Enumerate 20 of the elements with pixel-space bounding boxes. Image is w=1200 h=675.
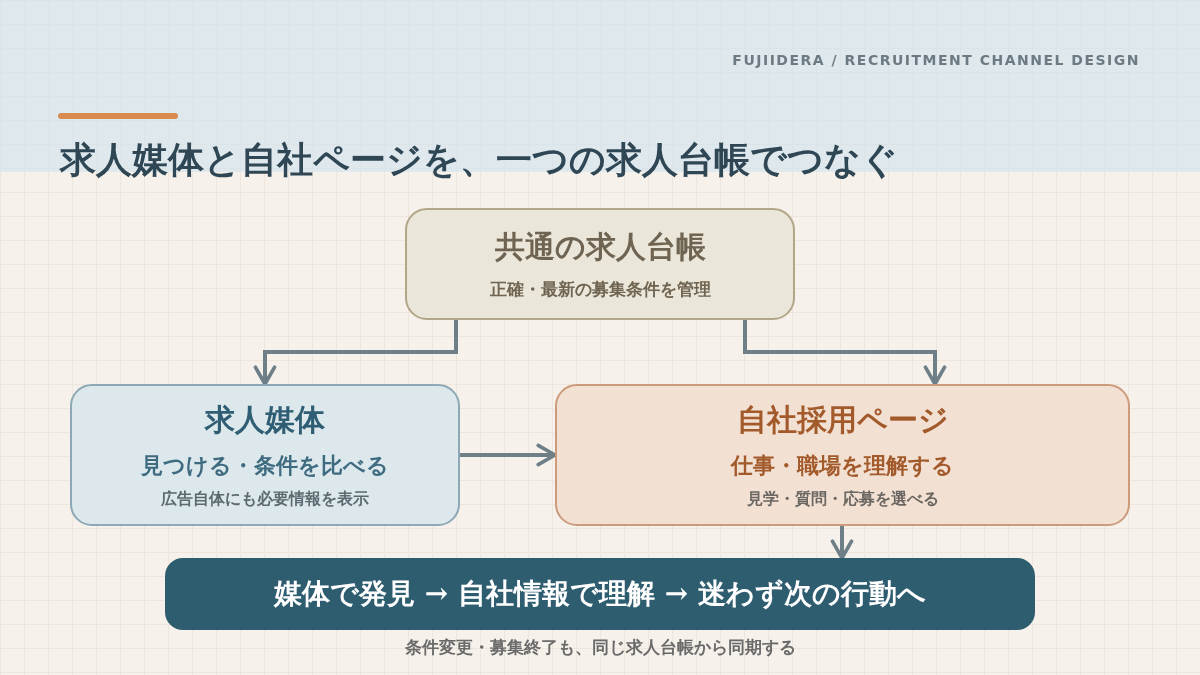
company-page-box <box>555 384 1130 526</box>
box-title: 自社採用ページ <box>736 401 949 439</box>
box-note: 広告自体にも必要情報を表示 <box>161 489 369 510</box>
flow-banner <box>165 558 1035 630</box>
box-subtitle: 見つける・条件を比べる <box>141 452 389 480</box>
arrow <box>830 526 854 560</box>
box-note: 見学・質問・応募を選べる <box>746 489 939 510</box>
arrow <box>253 320 458 386</box>
arrow <box>460 443 557 467</box>
box-title: 共通の求人台帳 <box>494 228 706 266</box>
ledger-box <box>405 208 795 320</box>
footnote: 条件変更・募集終了も、同じ求人台帳から同期する <box>403 636 797 659</box>
page-title: 求人媒体と自社ページを、一つの求人台帳でつなぐ <box>60 137 898 182</box>
header-caption: FUJIIDERA / RECRUITMENT CHANNEL DESIGN <box>732 52 1140 68</box>
box-title: 求人媒体 <box>205 401 325 439</box>
banner-text: 媒体で発見 → 自社情報で理解 → 迷わず次の行動へ <box>274 576 926 612</box>
box-subtitle: 仕事・職場を理解する <box>731 452 954 480</box>
box-subtitle: 正確・最新の募集条件を管理 <box>489 278 711 301</box>
media-box <box>70 384 460 526</box>
arrow <box>743 320 947 386</box>
